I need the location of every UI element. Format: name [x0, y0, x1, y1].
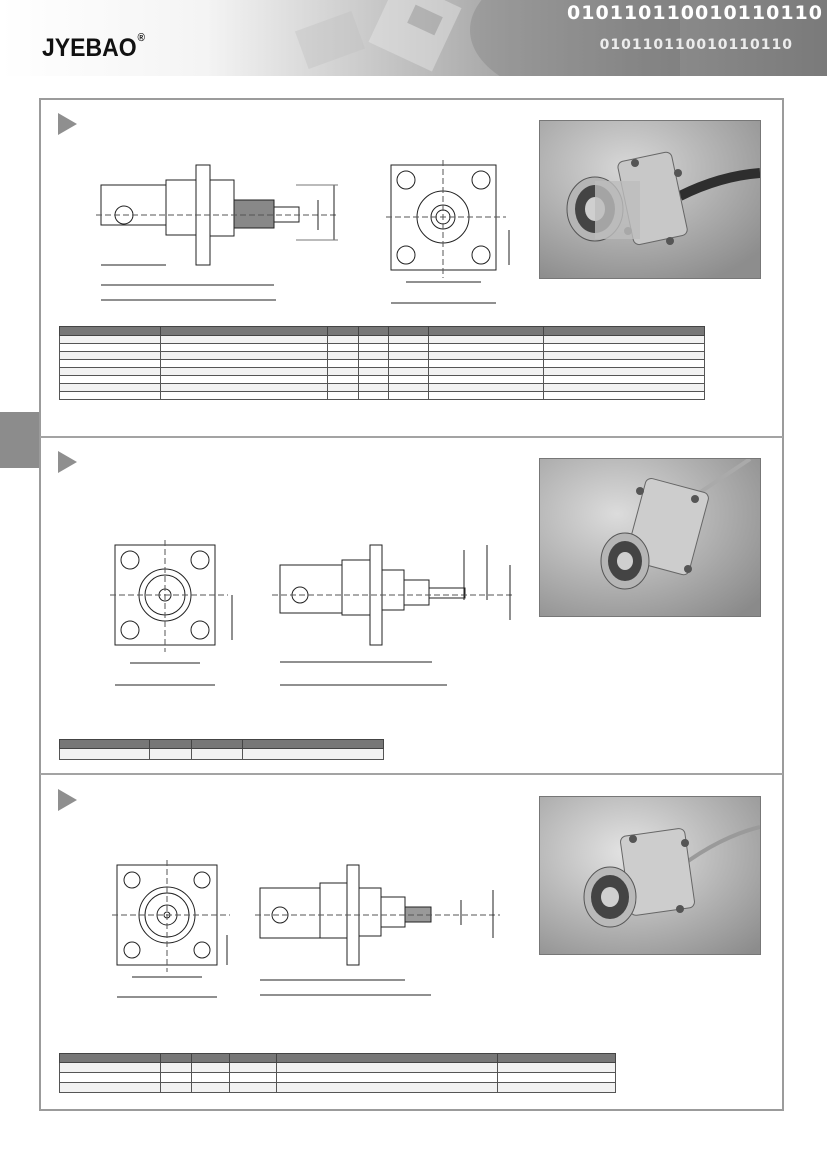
triangle-right-icon — [58, 113, 77, 135]
triangle-right-icon — [58, 451, 77, 473]
section-divider — [40, 773, 783, 775]
binary-decoration: 010110110010110110 — [567, 2, 823, 24]
triangle-right-icon — [58, 789, 77, 811]
content-frame — [39, 98, 784, 1111]
connector-photo — [539, 120, 761, 279]
front-view-drawing — [110, 540, 233, 686]
header-background-image — [294, 0, 680, 76]
side-view-drawing — [96, 164, 338, 301]
page-header: JYEBAO® 010110110010110110 0101101100101… — [0, 0, 827, 76]
section-divider — [40, 436, 783, 438]
side-view-drawing — [255, 864, 500, 996]
connector-photo — [539, 458, 761, 617]
spec-table — [59, 326, 705, 400]
connector-photo — [539, 796, 761, 955]
front-view-drawing — [386, 160, 510, 304]
front-view-drawing — [112, 860, 230, 998]
side-view-drawing — [272, 544, 512, 686]
spec-table — [59, 1053, 616, 1093]
spec-table — [59, 739, 384, 760]
binary-decoration: 010110110010110110 — [599, 37, 793, 53]
side-tab — [0, 412, 40, 468]
brand-logo: JYEBAO® — [42, 32, 145, 62]
